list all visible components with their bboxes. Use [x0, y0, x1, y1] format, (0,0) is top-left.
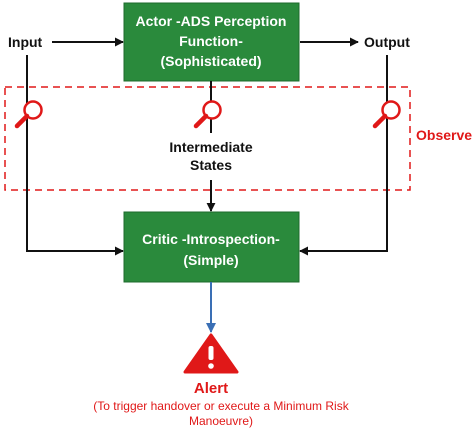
actor-box-line3: (Sophisticated) [160, 53, 261, 69]
warning-triangle-icon [183, 333, 239, 374]
actor-box-line2: Function- [179, 33, 243, 49]
alert-title: Alert [194, 380, 228, 397]
output-to-critic-arrow [299, 55, 388, 256]
actor-box-line1: Actor -ADS Perception [136, 13, 287, 29]
critic-box [123, 211, 300, 283]
critic-box-line2: (Simple) [183, 252, 238, 268]
observe-region [4, 86, 411, 191]
critic-box-line1: Critic -Introspection- [142, 231, 280, 247]
input-to-critic-arrow [26, 55, 124, 256]
alert-note-line2: Manoeuvre) [189, 414, 253, 428]
magnifier-icon [372, 100, 401, 129]
output-label: Output [364, 34, 410, 50]
input-label: Input [8, 34, 43, 50]
intermediate-label-line1: Intermediate [169, 139, 252, 155]
magnifier-icon [14, 100, 43, 129]
intermediate-label-line2: States [190, 157, 232, 173]
observe-label: Observe [416, 127, 472, 143]
magnifier-icon [193, 100, 222, 129]
alert-note-line1: (To trigger handover or execute a Minimu… [93, 399, 349, 413]
